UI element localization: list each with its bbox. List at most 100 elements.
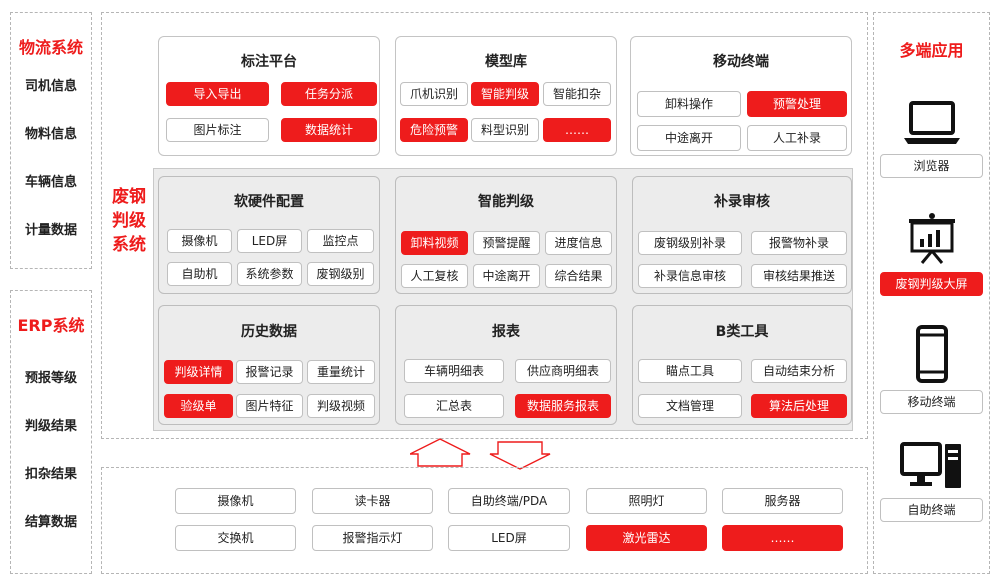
erp-item-forecast-grade: 预报等级	[24, 371, 77, 386]
module-supplement-review: 补录审核 废钢级别补录 报警物补录 补录信息审核 审核结果推送	[632, 176, 852, 294]
device-browser[interactable]: 浏览器	[880, 154, 983, 178]
chip-review-result-push[interactable]: 审核结果推送	[751, 264, 847, 288]
module-b-tools: B类工具 瞄点工具 自动结束分析 文档管理 算法后处理	[632, 305, 852, 425]
device-grading-big-screen[interactable]: 废钢判级大屏	[880, 272, 983, 296]
multi-terminal-title: 多端应用	[899, 41, 964, 60]
presentation-screen-icon	[909, 213, 955, 264]
chip-overall-result[interactable]: 综合结果	[545, 264, 612, 288]
chip-material-recognition[interactable]: 料型识别	[471, 118, 539, 142]
chip-vehicle-detail-report[interactable]: 车辆明细表	[404, 359, 504, 383]
chip-midway-leave[interactable]: 中途离开	[637, 125, 741, 151]
chip-summary-report[interactable]: 汇总表	[404, 394, 504, 418]
chip-import-export[interactable]: 导入导出	[166, 82, 269, 106]
scrap-grading-system-panel	[101, 12, 868, 439]
chip-task-dispatch[interactable]: 任务分派	[281, 82, 377, 106]
module-title: 标注平台	[241, 54, 297, 70]
down-arrow-icon	[489, 441, 551, 470]
chip-image-annotation[interactable]: 图片标注	[166, 118, 269, 142]
module-title: B类工具	[715, 324, 769, 340]
chip-weight-statistics[interactable]: 重量统计	[307, 360, 375, 384]
erp-item-deduction-result: 扣杂结果	[24, 467, 77, 482]
chip-image-features[interactable]: 图片特征	[236, 394, 303, 418]
laptop-icon	[904, 101, 960, 144]
module-title: 历史数据	[241, 324, 297, 340]
chip-system-params[interactable]: 系统参数	[237, 262, 302, 286]
module-annotation-platform: 标注平台 导入导出 任务分派 图片标注 数据统计	[158, 36, 380, 156]
chip-grading-detail[interactable]: 判级详情	[164, 360, 233, 384]
logistics-system-title: 物流系统	[18, 38, 83, 57]
hw-lidar[interactable]: 激光雷达	[586, 525, 707, 551]
device-mobile-terminal[interactable]: 移动终端	[880, 390, 983, 414]
chip-unloading-video[interactable]: 卸料视频	[401, 231, 468, 255]
erp-item-grading-result: 判级结果	[24, 419, 77, 434]
module-title: 报表	[492, 324, 520, 340]
chip-scrap-level-entry[interactable]: 废钢级别补录	[638, 231, 742, 255]
chip-scrap-level[interactable]: 废钢级别	[307, 262, 374, 286]
chip-progress-info[interactable]: 进度信息	[545, 231, 612, 255]
mobile-phone-icon	[916, 325, 948, 383]
module-reports: 报表 车辆明细表 供应商明细表 汇总表 数据服务报表	[395, 305, 617, 425]
chip-grading-video[interactable]: 判级视频	[307, 394, 375, 418]
desktop-computer-icon	[900, 442, 961, 488]
chip-manual-review[interactable]: 人工复核	[401, 264, 468, 288]
module-smart-grading: 智能判级 卸料视频 预警提醒 进度信息 人工复核 中途离开 综合结果	[395, 176, 617, 294]
chip-inspection-sheet[interactable]: 验级单	[164, 394, 233, 418]
chip-danger-warning[interactable]: 危险预警	[400, 118, 468, 142]
chip-manual-entry[interactable]: 人工补录	[747, 125, 847, 151]
chip-warning-reminder[interactable]: 预警提醒	[473, 231, 540, 255]
hw-kiosk-pda[interactable]: 自助终端/PDA	[448, 488, 570, 514]
hardware-layer-panel	[101, 467, 868, 574]
chip-led-screen[interactable]: LED屏	[237, 229, 302, 253]
chip-unloading-operation[interactable]: 卸料操作	[637, 91, 741, 117]
module-title: 软硬件配置	[234, 194, 304, 210]
module-model-library: 模型库 爪机识别 智能判级 智能扣杂 危险预警 料型识别 ……	[395, 36, 617, 156]
hw-server[interactable]: 服务器	[722, 488, 843, 514]
logistics-item-vehicle: 车辆信息	[24, 175, 77, 190]
chip-more[interactable]: ……	[543, 118, 611, 142]
chip-grab-recognition[interactable]: 爪机识别	[400, 82, 468, 106]
chip-algorithm-postprocess[interactable]: 算法后处理	[751, 394, 847, 418]
hw-card-reader[interactable]: 读卡器	[312, 488, 433, 514]
module-title: 补录审核	[714, 194, 770, 210]
chip-document-management[interactable]: 文档管理	[638, 394, 742, 418]
chip-monitor-point[interactable]: 监控点	[307, 229, 374, 253]
module-title: 模型库	[485, 54, 527, 70]
logistics-system-panel: 物流系统 司机信息 物料信息 车辆信息 计量数据	[10, 12, 92, 269]
logistics-item-metering: 计量数据	[24, 223, 77, 238]
erp-system-panel: ERP系统 预报等级 判级结果 扣杂结果 结算数据	[10, 290, 92, 574]
hw-switch[interactable]: 交换机	[175, 525, 296, 551]
chip-smart-grading[interactable]: 智能判级	[471, 82, 539, 106]
scrap-grading-system-label: 废钢判级系统	[112, 187, 146, 255]
hw-camera[interactable]: 摄像机	[175, 488, 296, 514]
multi-terminal-panel: 多端应用	[873, 12, 990, 574]
chip-kiosk[interactable]: 自助机	[167, 262, 232, 286]
chip-smart-deduction[interactable]: 智能扣杂	[543, 82, 611, 106]
module-title: 智能判级	[478, 194, 534, 210]
chip-alarm-record[interactable]: 报警记录	[236, 360, 303, 384]
erp-item-settlement-data: 结算数据	[24, 515, 77, 530]
module-mobile-terminal: 移动终端 卸料操作 预警处理 中途离开 人工补录	[630, 36, 852, 156]
hw-lighting[interactable]: 照明灯	[586, 488, 707, 514]
logistics-item-driver: 司机信息	[24, 79, 77, 94]
chip-midway-leave[interactable]: 中途离开	[473, 264, 540, 288]
chip-entry-info-review[interactable]: 补录信息审核	[638, 264, 742, 288]
logistics-item-material: 物料信息	[24, 127, 77, 142]
chip-aiming-tool[interactable]: 瞄点工具	[638, 359, 742, 383]
module-history-data: 历史数据 判级详情 报警记录 重量统计 验级单 图片特征 判级视频	[158, 305, 380, 425]
module-title: 移动终端	[713, 54, 769, 70]
hw-more[interactable]: ……	[722, 525, 843, 551]
chip-alarm-item-entry[interactable]: 报警物补录	[751, 231, 847, 255]
hw-led-screen[interactable]: LED屏	[448, 525, 570, 551]
hw-alarm-light[interactable]: 报警指示灯	[312, 525, 433, 551]
device-self-service-terminal[interactable]: 自助终端	[880, 498, 983, 522]
up-arrow-icon	[410, 438, 471, 467]
chip-camera[interactable]: 摄像机	[167, 229, 232, 253]
chip-supplier-detail-report[interactable]: 供应商明细表	[515, 359, 611, 383]
chip-data-service-report[interactable]: 数据服务报表	[515, 394, 611, 418]
module-hw-sw-config: 软硬件配置 摄像机 LED屏 监控点 自助机 系统参数 废钢级别	[158, 176, 380, 294]
chip-data-statistics[interactable]: 数据统计	[281, 118, 377, 142]
bidirectional-arrows	[410, 438, 551, 470]
chip-warning-handling[interactable]: 预警处理	[747, 91, 847, 117]
chip-auto-end-analysis[interactable]: 自动结束分析	[751, 359, 847, 383]
erp-system-title: ERP系统	[17, 316, 85, 335]
